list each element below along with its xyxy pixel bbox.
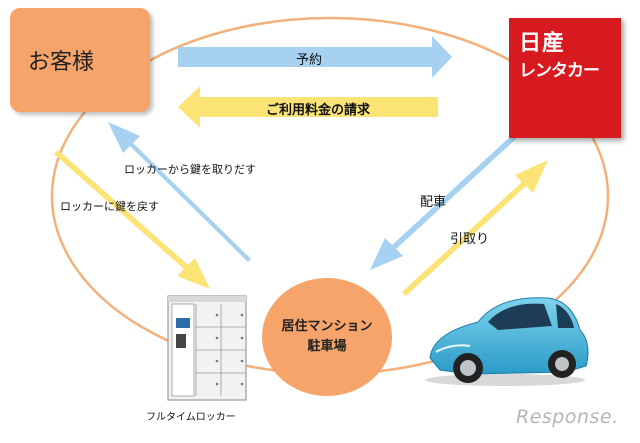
customer-box: お客様 bbox=[10, 8, 150, 112]
parking-node: 居住マンション 駐車場 bbox=[262, 278, 392, 396]
take-key-label: ロッカーから鍵を取りだす bbox=[124, 163, 256, 176]
customer-label: お客様 bbox=[28, 50, 95, 75]
dispatch-arrow bbox=[370, 135, 516, 270]
pickup-label: 引取り bbox=[450, 232, 490, 247]
locker-label: フルタイムロッカー bbox=[146, 412, 236, 423]
logo-line-2: レンタカー bbox=[519, 61, 600, 81]
return-key-label: ロッカーに鍵を戻す bbox=[60, 200, 159, 213]
logo-line-1: 日産 bbox=[519, 31, 566, 56]
billing-label: ご利用料金の請求 bbox=[266, 103, 371, 118]
pickup-arrow bbox=[402, 160, 548, 296]
dispatch-label: 配車 bbox=[420, 195, 447, 210]
car-icon bbox=[425, 297, 589, 386]
return-key-arrow bbox=[54, 150, 210, 289]
nissan-rentacar-logo: 日産 レンタカー bbox=[509, 18, 621, 138]
reservation-label: 予約 bbox=[296, 53, 323, 68]
response-watermark: Response. bbox=[516, 406, 619, 428]
reservation-arrow bbox=[178, 36, 452, 78]
take-key-arrow bbox=[108, 122, 251, 262]
billing-arrow bbox=[178, 86, 438, 128]
locker-icon bbox=[167, 295, 247, 401]
parking-label-line-1: 居住マンション bbox=[281, 319, 373, 334]
parking-label-line-2: 駐車場 bbox=[307, 339, 347, 354]
